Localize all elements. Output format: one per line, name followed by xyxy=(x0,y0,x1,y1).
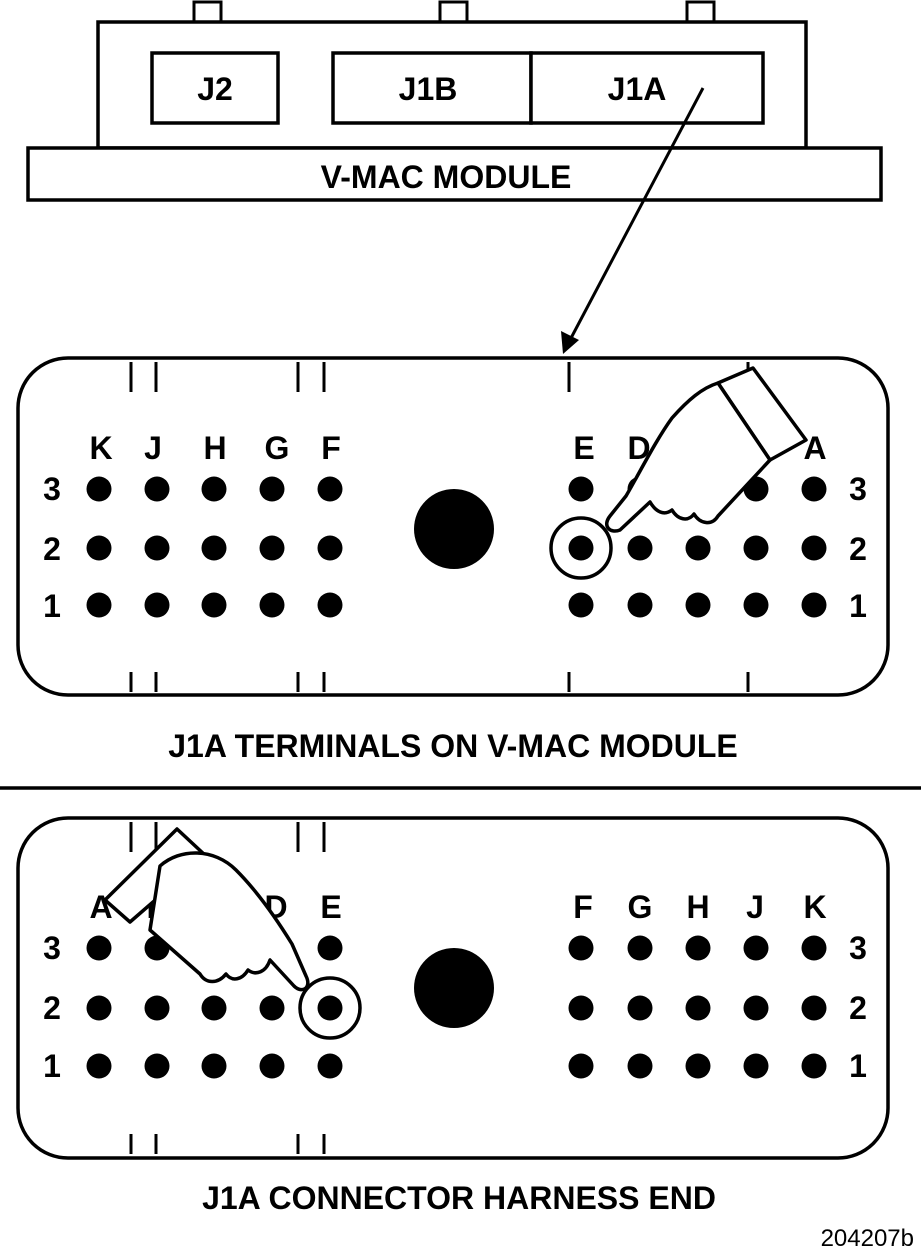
harness-col-h: H xyxy=(686,889,709,925)
harness-caption: J1A CONNECTOR HARNESS END xyxy=(202,1180,716,1216)
harness-col-e: E xyxy=(320,889,341,925)
harness-row-3-left: 3 xyxy=(43,930,61,966)
terminals-caption: J1A TERMINALS ON V-MAC MODULE xyxy=(168,728,738,764)
harness-row-1-right: 1 xyxy=(849,1048,867,1084)
terminals-row-3-left: 3 xyxy=(43,471,61,507)
pointing-hand-icon xyxy=(103,827,310,992)
terminals-col-h: H xyxy=(203,430,226,466)
vmac-module: J2 J1B J1A V-MAC MODULE xyxy=(26,0,883,202)
terminals-col-g: G xyxy=(265,430,290,466)
terminals-highlight-ring xyxy=(549,516,613,580)
harness-highlight-ring xyxy=(298,976,362,1040)
terminals-col-e: E xyxy=(573,430,594,466)
socket-j1a-label: J1A xyxy=(608,71,667,107)
harness-key xyxy=(414,948,494,1028)
harness-col-k: K xyxy=(803,889,826,925)
terminals-col-a: A xyxy=(803,430,826,466)
terminals-col-f: F xyxy=(321,430,341,466)
socket-j1a xyxy=(529,51,765,125)
terminals-key xyxy=(414,489,494,569)
harness-col-g: G xyxy=(628,889,653,925)
terminals-pins xyxy=(86,476,827,618)
harness-col-j: J xyxy=(746,889,764,925)
socket-j1b xyxy=(331,51,533,125)
harness-row-2-right: 2 xyxy=(849,990,867,1026)
pointer-arrow xyxy=(561,87,705,354)
terminals-row-1-left: 1 xyxy=(43,588,61,624)
pointing-hand-icon xyxy=(605,366,808,533)
module-base xyxy=(26,146,883,202)
figure-number: 204207b xyxy=(821,1225,914,1251)
terminals-col-j: J xyxy=(144,430,162,466)
harness-row-1-left: 1 xyxy=(43,1048,61,1084)
terminals-row-3-right: 3 xyxy=(849,471,867,507)
harness-row-3-right: 3 xyxy=(849,930,867,966)
harness-row-2-left: 2 xyxy=(43,990,61,1026)
terminals-col-d: D xyxy=(627,430,650,466)
harness-view: A B C D E F G H J K 3 2 1 3 2 1 xyxy=(16,816,890,1216)
module-name: V-MAC MODULE xyxy=(321,159,572,195)
socket-j2-label: J2 xyxy=(197,71,233,107)
terminals-row-2-left: 2 xyxy=(43,531,61,567)
terminals-row-2-right: 2 xyxy=(849,531,867,567)
harness-col-f: F xyxy=(573,889,593,925)
terminals-view: K J H G F E D C B A 3 2 1 3 2 1 xyxy=(16,356,890,764)
terminals-row-1-right: 1 xyxy=(849,588,867,624)
socket-j2 xyxy=(150,51,280,125)
socket-j1b-label: J1B xyxy=(399,71,458,107)
terminals-col-k: K xyxy=(89,430,112,466)
